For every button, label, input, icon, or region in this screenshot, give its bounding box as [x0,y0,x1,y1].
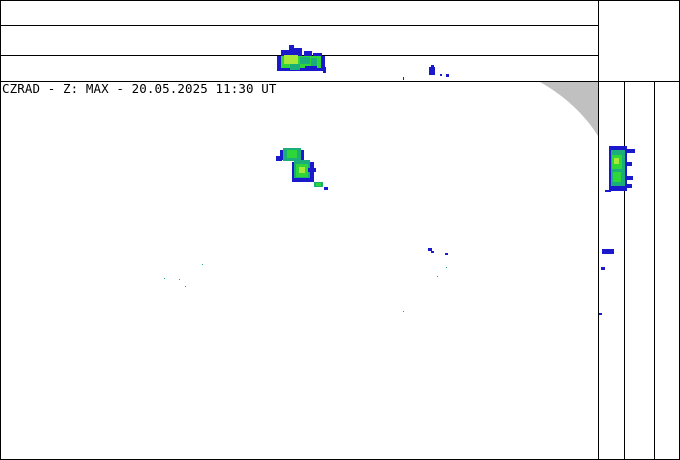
map-echo-cell-1 [276,148,304,161]
out-of-range-area [540,82,598,136]
map-echo-cell-3 [314,182,328,190]
right-panel-line-1 [598,0,599,460]
map-echo-cell-4 [164,248,448,312]
map-title: CZRAD - Z: MAX - 20.05.2025 11:30 UT [2,81,277,96]
right-panel-echo-cluster-2 [599,249,614,315]
top-panel-line-1 [0,25,598,26]
right-panel-line-2 [624,81,625,460]
map-echo-cell-2 [292,160,316,182]
right-panel-echo-cluster-1 [605,146,635,192]
top-panel-bottom [0,81,680,82]
top-panel-echo-cluster-2 [403,65,449,80]
right-panel-line-3 [654,81,655,460]
top-panel-echo-cluster-1 [277,45,326,73]
